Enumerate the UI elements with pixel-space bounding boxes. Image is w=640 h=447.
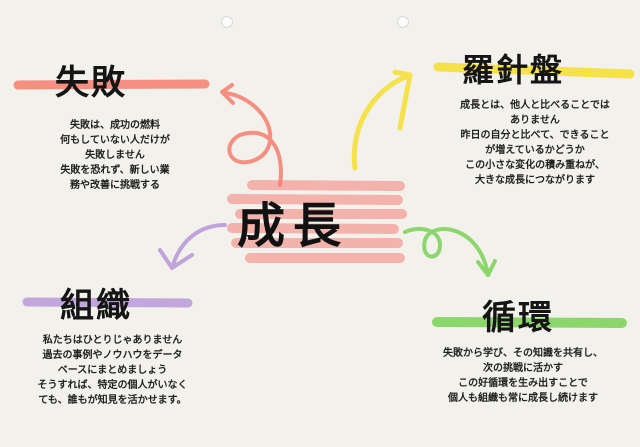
compass-line: ありません [510,115,560,126]
cycle-description: 失敗から学び、その知識を共有し、 次の挑戦に活かす この好循環を生み出すことで … [412,346,634,406]
cycle-highlight [432,317,627,328]
compass-highlight [433,62,635,79]
growth-highlight [227,180,407,263]
failure-line: 失敗は、成功の燃料 [70,120,160,131]
punch-hole-right [397,16,409,28]
organization-description: 私たちはひとりじゃありません 過去の事例やノウハウをデータ ベースにまとめましょ… [15,333,210,408]
failure-line: 何もしていない人だけが [60,135,170,146]
compass-line: この小さな変化の積み重ねが、 [465,160,605,171]
organization-line: 過去の事例やノウハウをデータ [42,350,183,361]
cycle-line: 次の挑戦に活かす [483,363,563,374]
failure-highlight [13,79,210,90]
compass-line: 昨日の自分と比べて、できること [460,130,610,141]
cycle-line: 個人も組織も常に成長し続けます [448,393,598,404]
failure-line: 失敗を恐れず、新しい業 [60,165,170,176]
organization-line: 私たちはひとりじゃありません [42,335,183,346]
cycle-title: 循環 [482,298,554,338]
failure-title: 失敗 [55,63,127,103]
cycle-line: 失敗から学び、その知識を共有し、 [443,348,603,359]
organization-arrow [158,223,227,270]
growth-title: 成長 [237,198,350,254]
organization-line: ても、誰もが知見を活かせます。 [38,395,187,406]
failure-description: 失敗は、成功の燃料 何もしていない人だけが 失敗しません 失敗を恐れず、新しい業… [30,118,200,193]
punch-hole-left [221,16,233,28]
organization-title: 組織 [60,286,132,326]
organization-highlight [22,297,193,308]
cycle-arrow [403,226,497,277]
compass-line: が増えているかどうか [485,145,585,156]
compass-title: 羅針盤 [462,51,565,89]
compass-line: 大きな成長につながります [475,175,595,186]
compass-description: 成長とは、他人と比べることでは ありません 昨日の自分と比べて、できること が増… [440,98,630,188]
compass-line: 成長とは、他人と比べることでは [460,100,610,111]
organization-line: そうすれば、特定の個人がいなく [37,380,188,391]
failure-line: 務や改善に挑戦する [70,180,160,191]
failure-arrow [220,83,283,187]
organization-line: ベースにまとめましょう [57,365,168,376]
failure-line: 失敗しません [85,150,145,161]
cycle-line: この好循環を生み出すことで [458,378,588,389]
compass-arrow [351,69,413,171]
